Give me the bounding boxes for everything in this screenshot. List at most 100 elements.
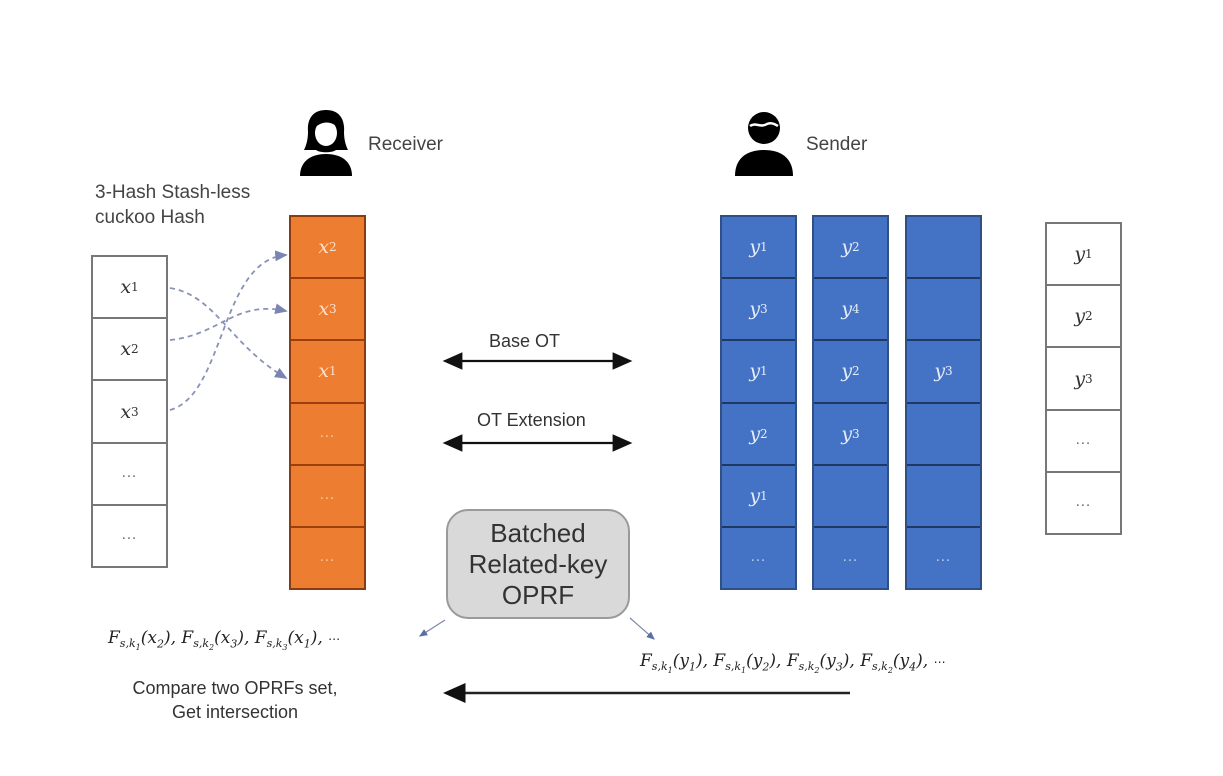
cuckoo-map-arrow — [169, 287, 288, 379]
compare-text-line: Get intersection — [171, 702, 299, 722]
sender-bin — [907, 404, 980, 466]
cuckoo-bin: ... — [291, 466, 364, 528]
oprf-box-line: Related-key — [468, 548, 608, 579]
ellipsis: ... — [1075, 433, 1092, 449]
oprf-term: Fs,k1(y1), — [640, 651, 714, 676]
element-index: 3 — [852, 426, 860, 441]
element-index: 3 — [131, 404, 139, 419]
element-index: 1 — [1085, 247, 1093, 262]
person-female-icon — [300, 110, 352, 176]
receiver-avatar — [296, 106, 356, 176]
sender-bin: ... — [814, 528, 887, 588]
person-male-icon — [735, 112, 793, 176]
element-variable: x — [120, 338, 132, 361]
cuckoo-hash-label-line: 3-Hash Stash-less — [95, 182, 251, 203]
element-variable: y — [1074, 305, 1086, 328]
element-index: 1 — [760, 364, 768, 379]
element-index: 1 — [760, 488, 768, 503]
ellipsis: ... — [842, 550, 859, 566]
element-index: 2 — [1085, 309, 1093, 324]
ellipsis: ... — [121, 466, 138, 482]
cuckoo-bin: ... — [291, 528, 364, 588]
receiver-oprf-values: Fs,k1(x2), Fs,k2(x3), Fs,k3(x1), ⋯ — [108, 628, 340, 653]
sender-bin: ... — [722, 528, 795, 588]
ellipsis: ... — [319, 426, 336, 442]
sender-bin — [907, 217, 980, 280]
element-index: 2 — [852, 364, 860, 379]
sender-input-cell: ... — [1047, 473, 1120, 533]
sender-bin — [907, 466, 980, 528]
element-index: 1 — [760, 240, 768, 255]
element-index: 4 — [852, 302, 860, 317]
cuckoo-hash-label-line: cuckoo Hash — [95, 207, 205, 228]
element-variable: y — [934, 360, 946, 383]
batched-related-key-oprf-box: Batched Related-key OPRF — [446, 509, 630, 619]
element-variable: y — [749, 422, 761, 445]
element-variable: y — [749, 484, 761, 507]
oprf-to-receiver-arrow — [418, 619, 446, 637]
element-variable: y — [841, 360, 853, 383]
element-variable: x — [318, 298, 330, 321]
sender-bin — [907, 279, 980, 342]
receiver-label: Receiver — [368, 134, 443, 155]
ellipsis: ... — [319, 488, 336, 504]
sender-input-cell: ... — [1047, 411, 1120, 473]
cuckoo-bin: ... — [291, 404, 364, 466]
sender-bin: ... — [907, 528, 980, 588]
element-variable: y — [841, 236, 853, 259]
oprf-term: Fs,k2(y3), — [786, 651, 861, 676]
element-variable: y — [1074, 243, 1086, 266]
element-variable: y — [749, 298, 761, 321]
ot-extension-label: OT Extension — [477, 410, 586, 430]
ellipsis: ⋯ — [933, 655, 946, 669]
ellipsis: ... — [1075, 495, 1092, 511]
receiver-input-cell: ... — [93, 506, 166, 566]
oprf-term: Fs,k2(y4), — [860, 651, 934, 676]
oprf-term: Fs,k1(x2), — [108, 628, 182, 653]
oprf-term: Fs,k3(x1), — [254, 628, 329, 653]
element-index: 2 — [852, 240, 860, 255]
cuckoo-map-arrow — [169, 303, 288, 341]
ellipsis: ... — [750, 550, 767, 566]
cuckoo-map-arrow — [169, 250, 288, 411]
oprf-box-line: Batched — [490, 517, 586, 548]
element-variable: y — [1074, 367, 1086, 390]
element-index: 2 — [131, 342, 139, 357]
element-index: 3 — [760, 302, 768, 317]
element-variable: x — [318, 360, 330, 383]
compare-text-line: Compare two OPRFs set, — [132, 678, 338, 698]
element-index: 1 — [131, 280, 139, 295]
sender-avatar — [733, 108, 795, 176]
ellipsis: ... — [319, 550, 336, 566]
base-ot-label: Base OT — [489, 331, 561, 351]
element-variable: x — [120, 276, 132, 299]
oprf-box-line: OPRF — [501, 579, 575, 610]
element-variable: y — [749, 236, 761, 259]
element-index: 3 — [329, 302, 337, 317]
receiver-input-cell: ... — [93, 444, 166, 506]
sender-oprf-values: Fs,k1(y1), Fs,k1(y2), Fs,k2(y3), Fs,k2(y… — [640, 651, 946, 676]
element-index: 2 — [760, 426, 768, 441]
element-index: 3 — [1085, 371, 1093, 386]
element-variable: x — [318, 236, 330, 259]
